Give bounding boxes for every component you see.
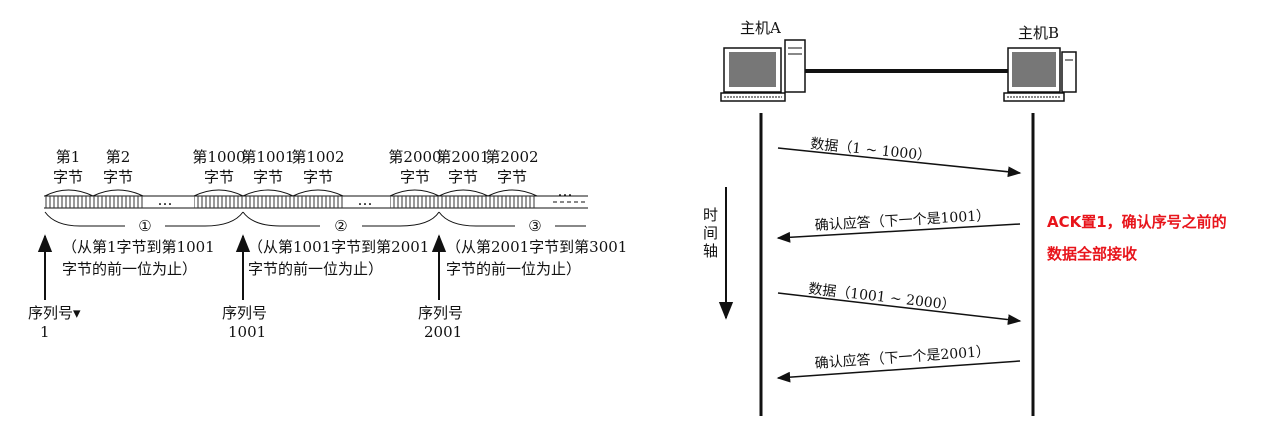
message-label: 确认应答（下一个是1001） [814,207,990,234]
sequence-label-value: 1001 [228,323,266,341]
byte-label-num: 第2002 [485,148,538,166]
computer-a-icon [720,39,806,102]
segment-mark: ③ [528,217,541,235]
sequence-label-title: 序列号 [418,304,463,322]
byte-label-num: 第1001 [241,148,294,166]
message-label: 数据（1 ~ 1000） [810,136,932,164]
byte-arcs [44,189,538,197]
byte-stream-figure: 第1 字节 第2 字节 第1000 字节 第1001 字节 第1002 字节 第… [28,148,627,341]
sequence-arrows [37,234,447,300]
byte-label-num: 第1000 [192,148,245,166]
segment-desc-line1: （从第1001字节到第2001 [248,238,429,256]
segment-brackets [44,211,586,227]
byte-label-unit: 字节 [253,168,283,186]
segment-mark: ② [334,217,347,235]
byte-label-num: 第2001 [436,148,489,166]
byte-label-unit: 字节 [303,168,333,186]
message-arrow [776,360,1021,383]
sequence-label-title: 序列号▾ [28,304,81,322]
segment-desc-line2: 字节的前一位为止） [446,260,581,278]
segment-desc-line1: （从第2001字节到第3001 [446,238,627,256]
network-link [805,69,1008,73]
sequence-label-value: 1 [40,323,50,341]
segment-desc-line2: 字节的前一位为止） [62,260,197,278]
byte-label-num: 第2000 [388,148,441,166]
ack-note-line1: ACK置1，确认序号之前的 [1047,213,1227,231]
segment-mark: ① [138,217,151,235]
byte-label-unit: 字节 [53,168,83,186]
byte-label-unit: 字节 [400,168,430,186]
sequence-label-value: 2001 [424,323,462,341]
byte-label-unit: 字节 [204,168,234,186]
host-b-label: 主机B [1018,24,1059,42]
byte-label-unit: 字节 [103,168,133,186]
time-axis-char: 轴 [703,242,718,260]
ellipsis-mark: … [158,191,173,209]
time-axis-char: 间 [703,224,718,242]
computer-b-icon [1003,47,1077,102]
ellipsis-mark: … [358,191,373,209]
byte-strip [44,195,588,209]
host-a-label: 主机A [740,19,781,37]
byte-labels: 第1 字节 第2 字节 第1000 字节 第1001 字节 第1002 字节 第… [53,148,539,186]
segment-desc-line2: 字节的前一位为止） [248,260,383,278]
ack-sequence-figure: 主机A 主机B 时 间 轴 [703,19,1077,416]
byte-label-num: 第2 [106,148,131,166]
byte-label-unit: 字节 [448,168,478,186]
message-label: 确认应答（下一个是2001） [814,343,990,372]
byte-label-unit: 字节 [497,168,527,186]
time-axis-char: 时 [703,206,718,224]
byte-label-num: 第1002 [291,148,344,166]
byte-label-num: 第1 [56,148,81,166]
message-arrow [777,147,1022,178]
message-arrow [777,292,1022,325]
sequence-label-title: 序列号 [222,304,267,322]
message-label: 数据（1001 ~ 2000） [808,281,957,314]
segment-desc-line1: （从第1字节到第1001 [62,238,215,256]
message-arrow [776,223,1021,243]
ack-note-line2: 数据全部接收 [1047,245,1138,263]
ellipsis-mark: … [558,182,573,200]
